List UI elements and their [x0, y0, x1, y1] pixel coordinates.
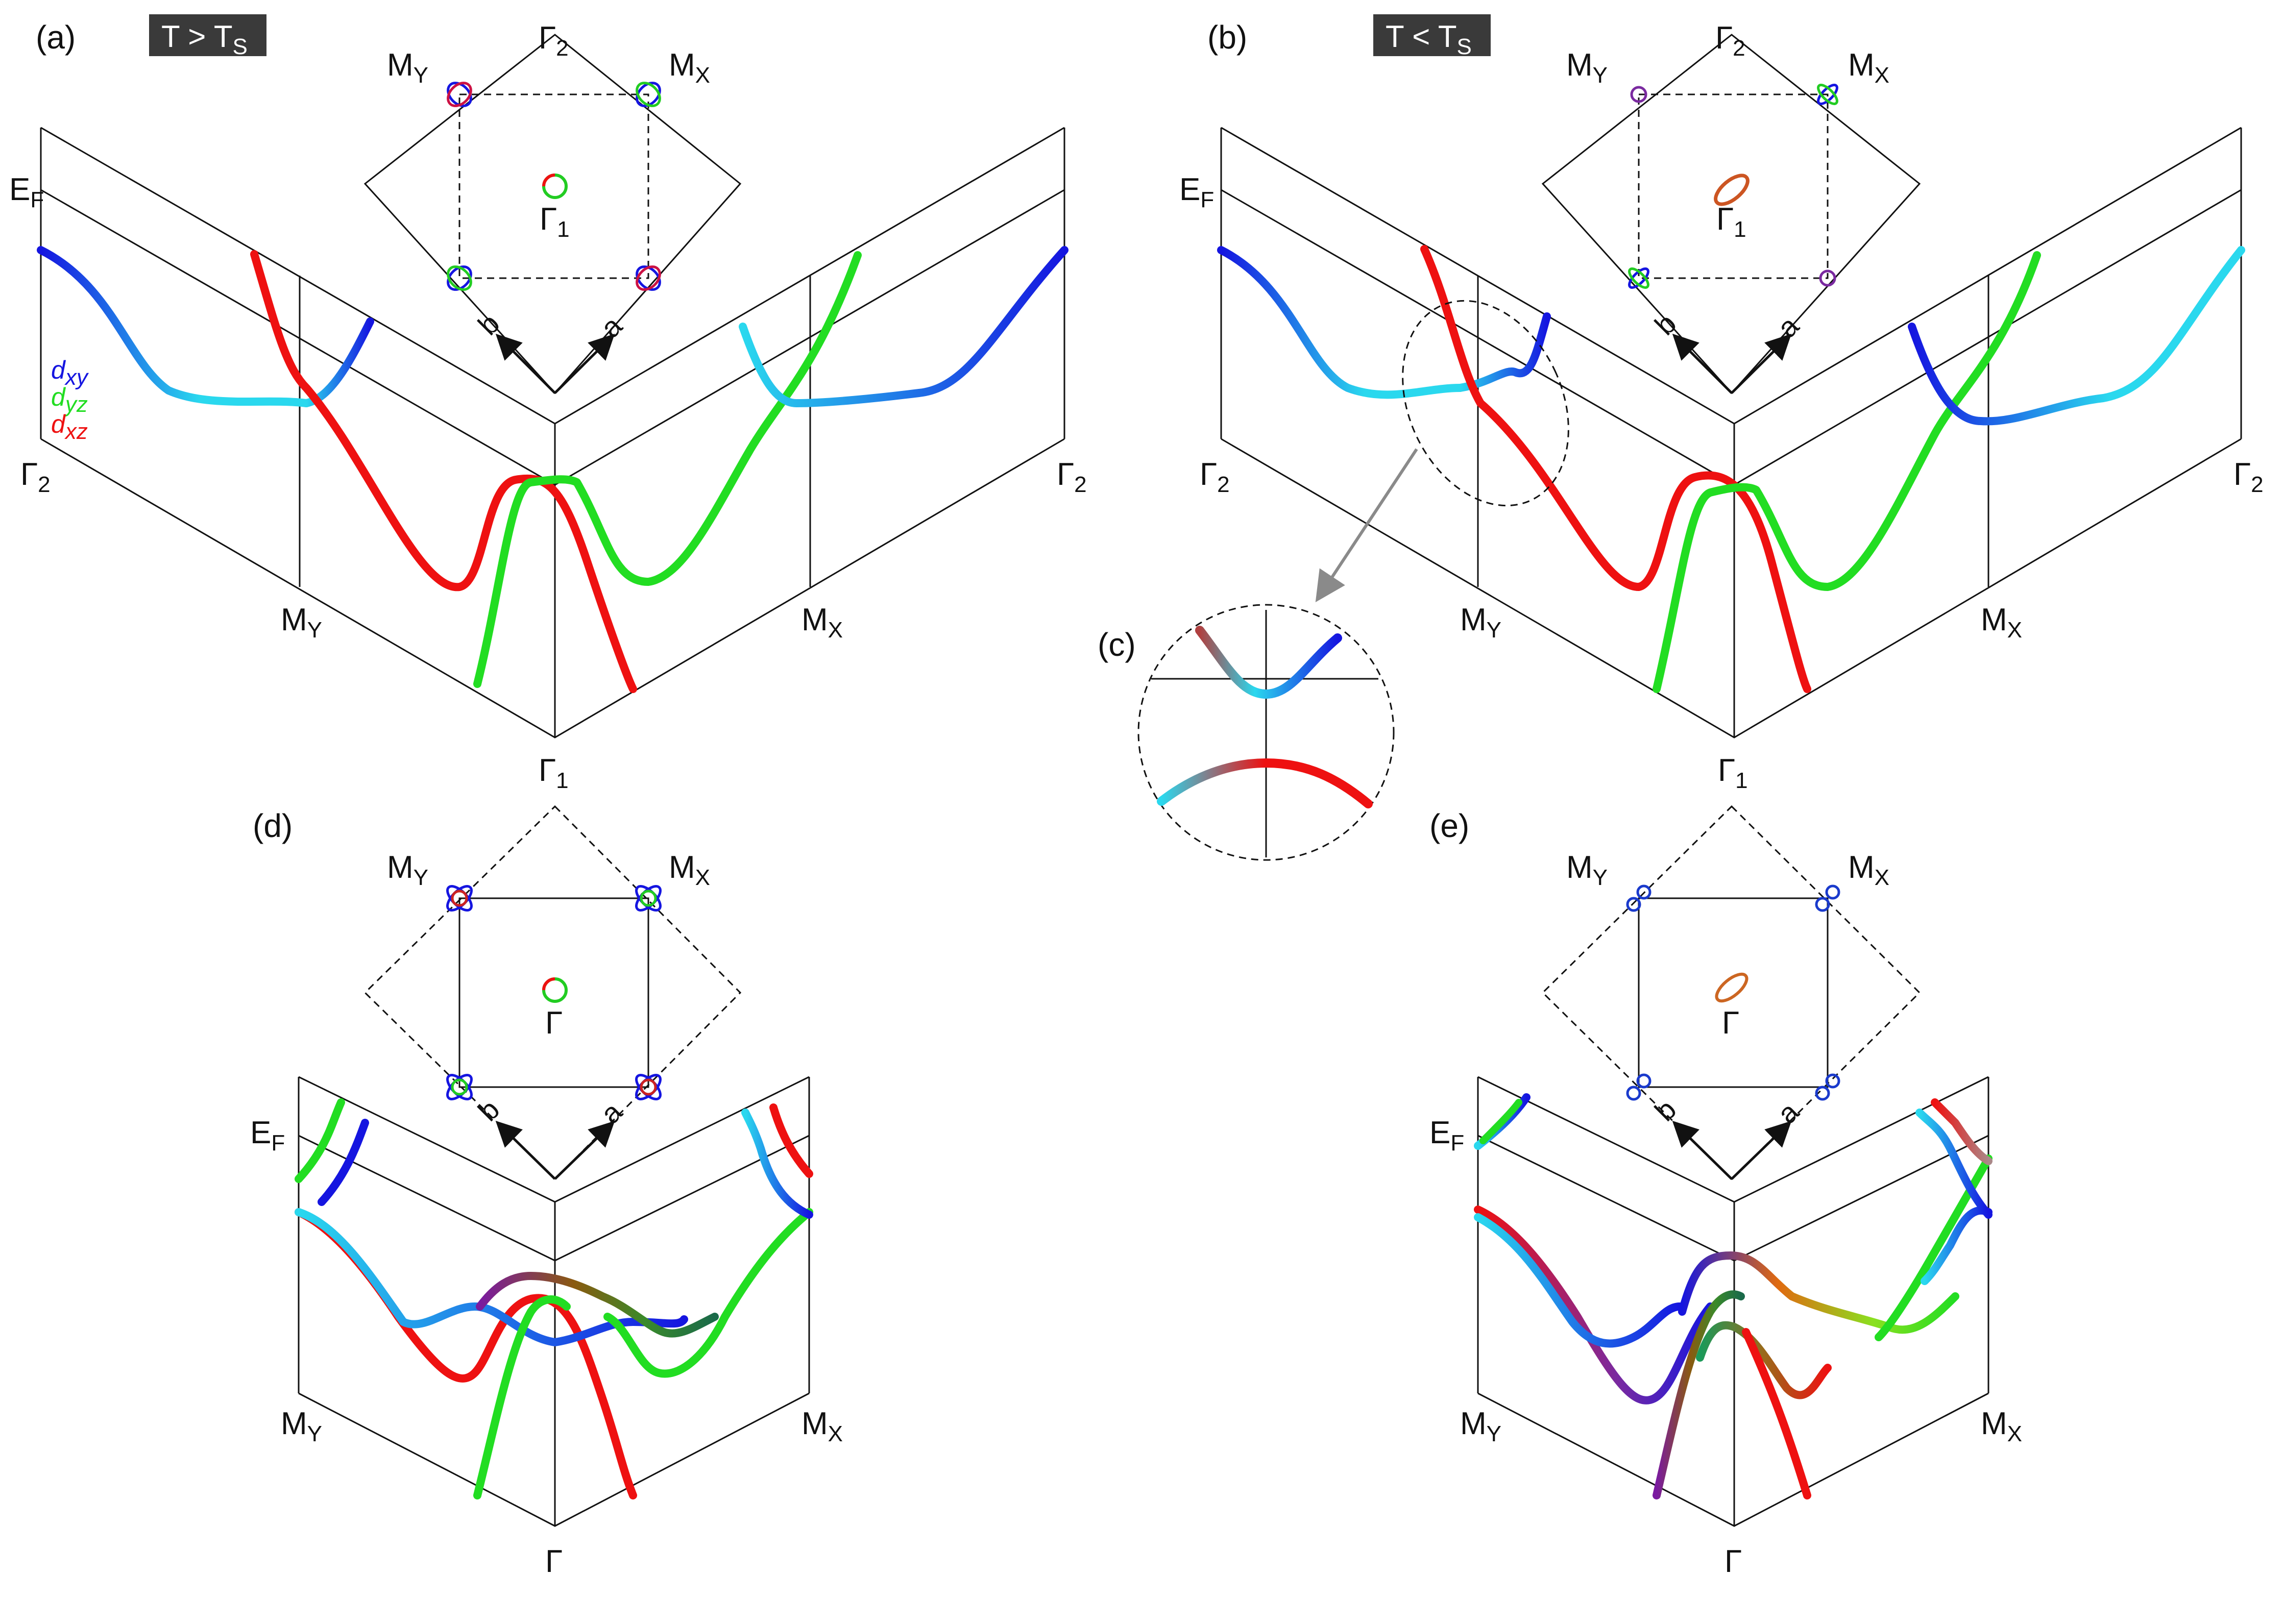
- svg-text:Γ: Γ: [1722, 1005, 1739, 1041]
- svg-text:dyz: dyz: [51, 383, 88, 417]
- svg-text:Γ2: Γ2: [1200, 457, 1230, 497]
- svg-text:MY: MY: [387, 47, 428, 88]
- svg-text:Γ1: Γ1: [1716, 202, 1746, 242]
- svg-text:MY: MY: [281, 1406, 322, 1446]
- svg-text:MX: MX: [802, 1406, 843, 1446]
- svg-text:T > TS: T > TS: [161, 19, 248, 59]
- dyz-band-right: [473, 251, 862, 688]
- dxz-band-left: [250, 250, 637, 693]
- svg-text:MX: MX: [802, 602, 843, 643]
- svg-text:Γ: Γ: [545, 1005, 563, 1041]
- dxy-band-left: [37, 246, 310, 407]
- svg-text:MY: MY: [281, 602, 322, 643]
- panel-a: (a) T > TS b a Γ2 Γ1 M: [9, 14, 1087, 793]
- panel-d: (d) b a Γ: [250, 805, 843, 1579]
- svg-text:MX: MX: [1848, 47, 1889, 88]
- svg-text:Γ2: Γ2: [2233, 457, 2264, 497]
- svg-text:MY: MY: [1566, 850, 1608, 890]
- panel-b: (b) T < TS b a Γ2 Γ1 MY MX: [1179, 14, 2264, 793]
- svg-text:Γ: Γ: [545, 1544, 563, 1579]
- svg-text:MX: MX: [1981, 1406, 2022, 1446]
- panel-d-label: (d): [253, 807, 293, 844]
- panel-c: (c): [1098, 604, 1395, 861]
- svg-text:a: a: [1771, 309, 1805, 343]
- panel-a-brillouin-zone: b a Γ2 Γ1 MY MX: [363, 20, 742, 395]
- panel-a-badge-sub: S: [233, 34, 248, 59]
- svg-text:MY: MY: [1566, 47, 1608, 88]
- svg-text:EF: EF: [1179, 172, 1214, 212]
- svg-text:Γ1: Γ1: [1718, 753, 1748, 793]
- svg-text:Γ2: Γ2: [1715, 20, 1745, 61]
- svg-text:MX: MX: [669, 47, 710, 88]
- svg-text:b: b: [1648, 1093, 1683, 1127]
- gamma-pocket-nematic: [1714, 174, 1750, 206]
- svg-text:a: a: [1771, 1095, 1805, 1129]
- svg-text:Γ2: Γ2: [20, 457, 51, 497]
- svg-text:b: b: [472, 1093, 506, 1127]
- svg-text:Γ2: Γ2: [1057, 457, 1087, 497]
- svg-text:EF: EF: [9, 172, 44, 212]
- panel-a-bands: [37, 246, 1068, 693]
- panel-a-badge: [149, 14, 266, 56]
- panel-a-label: (a): [36, 19, 76, 56]
- panel-c-label: (c): [1098, 626, 1136, 663]
- panel-b-badge: [1373, 14, 1491, 56]
- svg-text:EF: EF: [250, 1115, 285, 1155]
- svg-text:Γ1: Γ1: [540, 202, 570, 242]
- panel-b-bands: [1217, 245, 2245, 693]
- svg-text:MX: MX: [669, 850, 710, 890]
- svg-text:dxz: dxz: [51, 410, 88, 444]
- panel-a-badge-text: T > T: [161, 19, 233, 54]
- svg-text:MY: MY: [1460, 1406, 1501, 1446]
- svg-text:EF: EF: [1429, 1115, 1464, 1155]
- axis-b-label: b: [472, 307, 506, 341]
- svg-text:MX: MX: [1848, 850, 1889, 890]
- svg-text:b: b: [1648, 307, 1683, 341]
- panel-d-frames: [298, 1076, 810, 1527]
- svg-text:MX: MX: [1981, 602, 2022, 643]
- svg-text:T < TS: T < TS: [1386, 19, 1472, 59]
- svg-text:a: a: [594, 1095, 628, 1129]
- panel-b-label: (b): [1207, 19, 1247, 56]
- panel-b-badge-text: T < T: [1386, 19, 1457, 54]
- zoom-circle: [1137, 604, 1395, 861]
- svg-text:MY: MY: [387, 850, 428, 890]
- panel-e-label: (e): [1429, 807, 1469, 844]
- orbital-legend: dxy dyz dxz: [51, 356, 89, 444]
- panel-b-brillouin-zone: b a Γ2 Γ1 MY MX: [1541, 20, 1921, 395]
- svg-text:Γ1: Γ1: [539, 753, 569, 793]
- panel-e-bands: [1474, 1093, 1993, 1499]
- svg-text:Γ2: Γ2: [539, 20, 569, 61]
- panel-d-brillouin-zone: b a Γ MY MX: [363, 805, 742, 1180]
- corner-pockets: [447, 82, 661, 291]
- panel-e-brillouin-zone: b a Γ MY MX: [1541, 805, 1921, 1180]
- panel-e: (e) b a Γ MY MX EF: [1429, 805, 2022, 1579]
- svg-text:MY: MY: [1460, 602, 1501, 643]
- svg-text:dxy: dxy: [51, 356, 89, 390]
- svg-text:Γ: Γ: [1725, 1544, 1742, 1579]
- panel-b-badge-sub: S: [1457, 34, 1472, 59]
- zoom-region-marker: [1402, 300, 1569, 507]
- dxy-band-right: [739, 246, 1068, 407]
- zoom-arrow: [1315, 448, 1418, 603]
- panel-d-bands: [295, 1098, 813, 1499]
